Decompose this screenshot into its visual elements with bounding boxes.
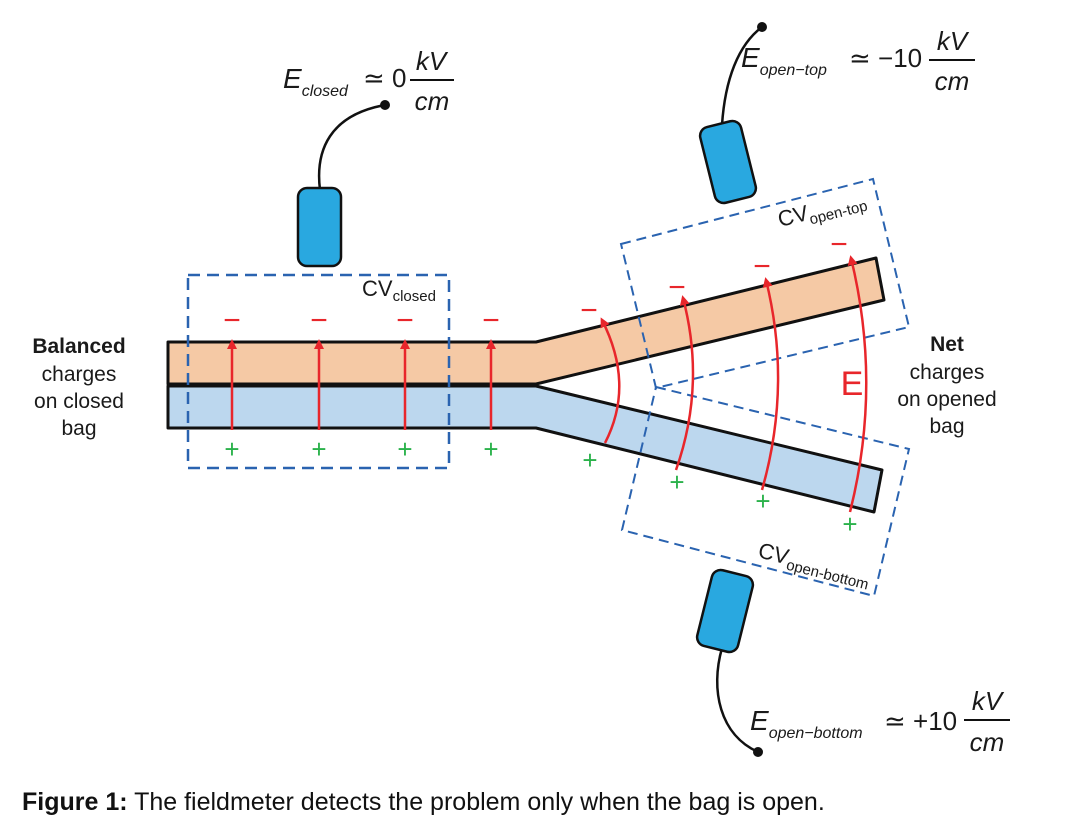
- fieldmeter-bottom-cable: [715, 647, 759, 754]
- figure-caption-label: Figure 1:: [22, 788, 128, 816]
- fieldmeter-closed-cable: [317, 103, 386, 191]
- figure-caption: Figure 1: The fieldmeter detects the pro…: [22, 788, 825, 817]
- left-label-line: charges: [42, 363, 117, 386]
- cv-open-bottom-box: [620, 385, 911, 598]
- formula-top-relation: ≃ −10: [849, 43, 922, 73]
- minus-charge: −: [830, 228, 848, 261]
- plus-charge: +: [397, 434, 412, 464]
- fieldmeter-top-sensor: [698, 119, 758, 205]
- cv-open-bottom-label: CVopen-bottom: [755, 538, 873, 594]
- formula-top-den: cm: [935, 66, 970, 96]
- fieldmeter-bottom-probe: [753, 747, 763, 757]
- formula-top: Eopen−top ≃ −10 kV cm: [741, 26, 975, 96]
- fieldmeter-top: [698, 22, 767, 205]
- right-label-line: charges: [910, 361, 985, 384]
- right-label-bold: Net: [930, 333, 964, 356]
- field-arrow: [674, 295, 695, 471]
- plus-charge: +: [842, 509, 857, 539]
- fieldmeter-closed-probe: [380, 100, 390, 110]
- fieldmeter-bottom-sensor: [695, 568, 755, 654]
- fieldmeter-closed: [296, 100, 390, 268]
- left-label-line: on closed: [34, 390, 124, 413]
- formula-closed-lhs: Eclosed: [283, 63, 349, 100]
- plus-charge: +: [582, 445, 597, 475]
- formula-bottom-num: kV: [972, 686, 1005, 716]
- cv-open-top-label: CVopen-top: [775, 186, 869, 236]
- formula-top-num: kV: [937, 26, 970, 56]
- minus-charge: −: [482, 304, 500, 337]
- formula-bottom: Eopen−bottom ≃ +10 kV cm: [750, 686, 1010, 757]
- formula-bottom-relation: ≃ +10: [884, 706, 957, 736]
- minus-charge: −: [753, 250, 771, 283]
- bag-top-layer: [166, 256, 886, 386]
- formula-closed-den: cm: [415, 86, 450, 116]
- field-arrow: [847, 255, 868, 513]
- left-side-label: Balanced charges on closed bag: [32, 335, 125, 440]
- minus-charge: −: [223, 304, 241, 337]
- cv-open-top-box: [619, 177, 911, 390]
- plus-charge: +: [669, 467, 684, 497]
- field-arrow: [600, 317, 621, 444]
- left-label-bold: Balanced: [32, 335, 125, 358]
- figure-caption-text: The fieldmeter detects the problem only …: [127, 788, 825, 816]
- right-label-line: on opened: [897, 388, 996, 411]
- formula-closed-relation: ≃ 0: [363, 63, 406, 93]
- formula-closed: Eclosed ≃ 0 kV cm: [283, 46, 454, 116]
- minus-charge: −: [668, 271, 686, 304]
- plus-charge: +: [224, 434, 239, 464]
- bag-diagram: − − − − − − − − + + + + + + + + E CVclos…: [32, 22, 1010, 757]
- fieldmeter-closed-sensor: [296, 186, 343, 268]
- formula-bottom-lhs: Eopen−bottom: [750, 705, 863, 742]
- left-label-line: bag: [61, 417, 96, 440]
- fieldmeter-top-probe: [757, 22, 767, 32]
- minus-charge: −: [580, 294, 598, 327]
- fieldmeter-bottom: [695, 568, 763, 757]
- plus-charge: +: [755, 486, 770, 516]
- cv-closed-label: CVclosed: [362, 276, 436, 305]
- plus-charge: +: [483, 434, 498, 464]
- formula-bottom-den: cm: [970, 727, 1005, 757]
- field-label: E: [841, 365, 864, 403]
- bag-bottom-layer: [166, 384, 884, 514]
- fieldmeter-top-cable: [720, 26, 763, 126]
- minus-charge: −: [310, 304, 328, 337]
- field-arrow: [760, 277, 780, 491]
- right-side-label: Net charges on opened bag: [897, 333, 996, 438]
- formula-top-lhs: Eopen−top: [741, 42, 827, 79]
- right-label-line: bag: [929, 415, 964, 438]
- plus-charge: +: [311, 434, 326, 464]
- minus-charge: −: [396, 304, 414, 337]
- formula-closed-num: kV: [416, 46, 449, 76]
